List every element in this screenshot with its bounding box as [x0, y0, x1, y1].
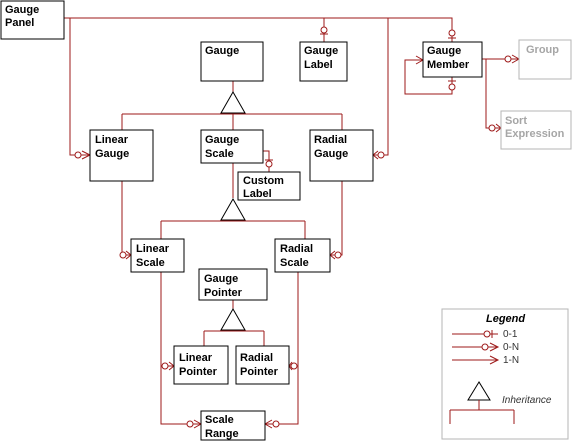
legend-zero-one: 0-1 — [452, 329, 518, 340]
legend-title: Legend — [486, 313, 525, 325]
legend-label: 1-N — [503, 355, 519, 366]
legend: Legend 0-1 0-N 1-N Inheritance — [441, 308, 569, 440]
entity-sort-expression[interactable]: Sort Expression — [500, 110, 572, 150]
legend-zero-n: 0-N — [452, 342, 519, 353]
zero-n-marker — [288, 361, 298, 371]
entity-custom-label[interactable]: Custom Label — [237, 171, 301, 201]
entity-label-line: Scale — [205, 414, 234, 426]
zero-n-marker — [74, 150, 92, 160]
legend-label: 0-1 — [503, 329, 518, 340]
zero-n-marker — [329, 250, 342, 260]
entity-radial-scale[interactable]: Radial Scale — [274, 238, 331, 273]
entity-gauge-member[interactable]: Gauge Member — [422, 41, 483, 78]
legend-inheritance: Inheritance — [449, 381, 552, 424]
entity-label-line: Linear — [136, 243, 170, 255]
entity-gauge-scale[interactable]: Gauge Scale — [200, 129, 264, 164]
entity-label-line: Pointer — [240, 366, 279, 378]
entity-label-line: Linear — [179, 352, 213, 364]
entity-linear-pointer[interactable]: Linear Pointer — [173, 345, 229, 385]
entity-label-line: Gauge — [95, 148, 129, 160]
entity-gauge[interactable]: Gauge — [200, 41, 264, 82]
inheritance-triangle — [220, 90, 246, 114]
entity-label-line: Gauge — [427, 45, 461, 57]
legend-label: 0-N — [503, 342, 519, 353]
entity-label-line: Range — [205, 428, 239, 440]
entity-label-line: Gauge — [5, 4, 39, 16]
inheritance-triangle — [220, 307, 246, 331]
entity-label-line: Gauge — [204, 273, 238, 285]
legend-one-n: 1-N — [452, 355, 519, 366]
entity-radial-gauge[interactable]: Radial Gauge — [309, 129, 374, 182]
entity-label-line: Custom — [243, 175, 284, 187]
entity-radial-pointer[interactable]: Radial Pointer — [235, 345, 290, 385]
entity-label-line: Pointer — [179, 366, 218, 378]
zero-n-marker — [372, 150, 385, 160]
entity-label-line: Label — [304, 59, 333, 71]
entity-label-line: Radial — [280, 243, 313, 255]
legend-frame — [441, 308, 569, 440]
entity-gauge-panel[interactable]: Gauge Panel — [0, 0, 65, 40]
entity-gauge-label[interactable]: Gauge Label — [299, 41, 348, 82]
zero-one-marker — [265, 159, 273, 168]
legend-label: Inheritance — [502, 395, 552, 406]
entity-label-line: Scale — [280, 257, 309, 269]
entity-gauge-pointer[interactable]: Gauge Pointer — [198, 268, 268, 301]
entity-label-line: Radial — [314, 134, 347, 146]
zero-one-marker — [448, 29, 456, 39]
inheritance-triangle — [220, 197, 246, 221]
entity-label-line: Gauge — [314, 148, 348, 160]
entity-label-line: Sort — [505, 115, 527, 127]
entity-linear-gauge[interactable]: Linear Gauge — [89, 129, 154, 182]
entity-label-line: Group — [526, 44, 559, 56]
inheritance-triangles — [220, 90, 246, 331]
entity-scale-range[interactable]: Scale Range — [200, 410, 266, 441]
entity-linear-scale[interactable]: Linear Scale — [130, 238, 185, 273]
entity-label-line: Gauge — [205, 45, 239, 57]
entity-label-line: Scale — [136, 257, 165, 269]
entity-label-line: Gauge — [205, 134, 239, 146]
zero-one-marker — [448, 80, 456, 91]
entity-label-line: Member — [427, 59, 470, 71]
entity-label-line: Panel — [5, 17, 34, 29]
zero-one-marker — [320, 26, 328, 35]
entity-group[interactable]: Group — [518, 39, 572, 80]
entity-label-line: Scale — [205, 148, 234, 160]
entity-label-line: Expression — [505, 128, 565, 140]
entity-label-line: Label — [243, 188, 272, 200]
entity-label-line: Gauge — [304, 45, 338, 57]
entity-label-line: Pointer — [204, 287, 243, 299]
entity-label-line: Linear — [95, 134, 129, 146]
entity-label-line: Radial — [240, 352, 273, 364]
